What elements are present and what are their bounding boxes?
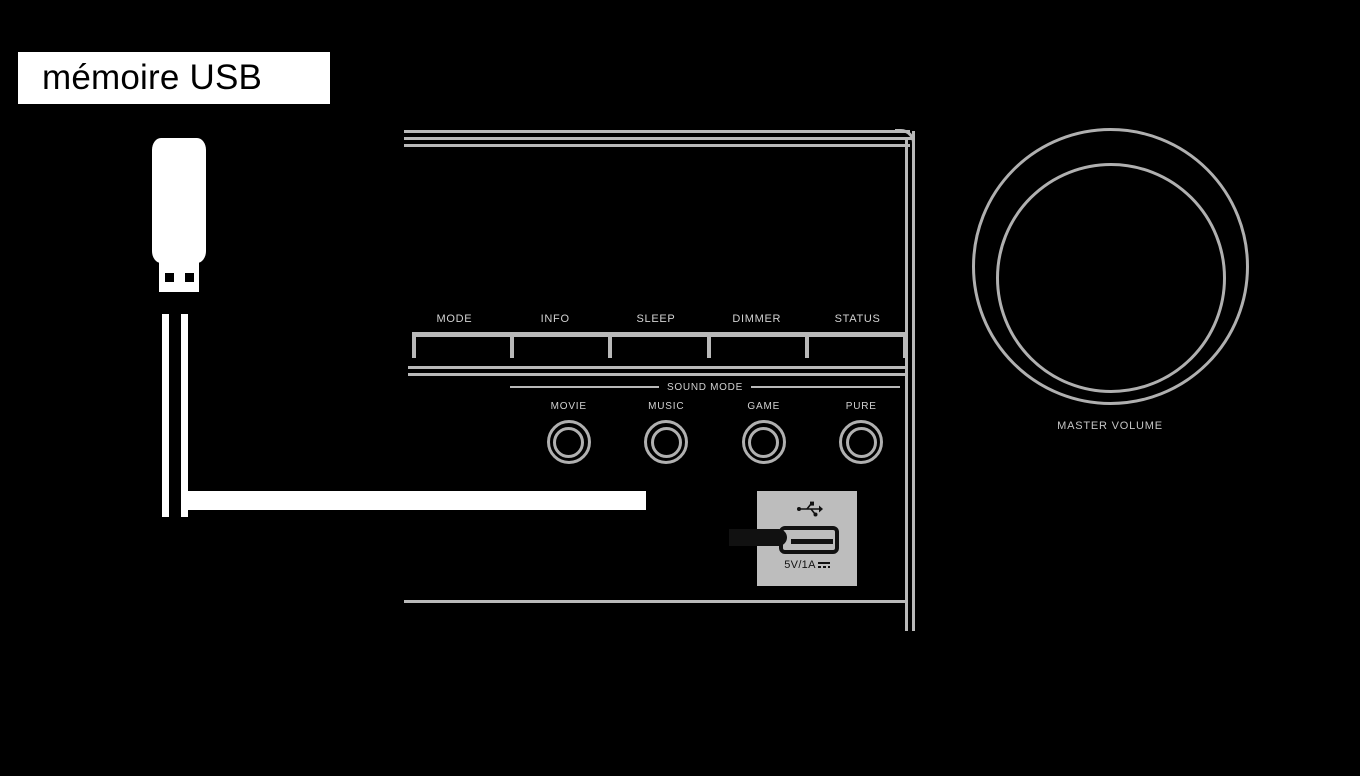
panel-top-rule <box>404 144 910 147</box>
sound-mode-button-pure[interactable]: PURE <box>813 400 911 480</box>
sound-mode-title: SOUND MODE <box>667 381 743 393</box>
sound-mode-label-pure: PURE <box>845 401 877 412</box>
usb-contact-right <box>183 271 196 284</box>
master-volume-outer-ring <box>972 128 1249 405</box>
usb-port-plate[interactable]: 5V/1A <box>729 491 857 586</box>
sound-mode-button-game[interactable]: GAME <box>715 400 813 480</box>
knob-game-inner <box>748 426 780 458</box>
button-row-labels: MODE INFO SLEEP DIMMER STATUS <box>404 311 908 327</box>
usb-flash-drive-illustration <box>130 130 250 310</box>
sound-mode-button-movie[interactable]: MOVIE <box>520 400 618 480</box>
panel-top-rule <box>404 137 912 140</box>
knob-movie[interactable] <box>546 420 591 464</box>
usb-port-rating: 5V/1A <box>757 559 857 571</box>
button-label-mode: MODE <box>436 313 473 325</box>
button-info[interactable] <box>514 337 613 358</box>
button-mode[interactable] <box>412 337 515 358</box>
panel-divider-rule <box>408 366 907 369</box>
usb-plug-inserted <box>729 529 787 546</box>
lead-line-outer <box>162 314 169 517</box>
button-label-sleep: SLEEP <box>636 313 676 325</box>
master-volume-inner-ring <box>996 163 1226 393</box>
panel-right-edge <box>905 137 908 631</box>
usb-trident-icon <box>797 501 823 517</box>
dc-power-icon <box>817 561 830 569</box>
lead-line-inner <box>181 314 188 517</box>
button-label-dimmer: DIMMER <box>732 313 782 325</box>
panel-divider-rule <box>408 373 907 376</box>
knob-music[interactable] <box>644 420 689 464</box>
knob-music-inner <box>650 426 682 458</box>
usb-contact-left <box>163 271 176 284</box>
knob-pure-inner <box>845 426 877 458</box>
panel-right-edge <box>912 131 915 631</box>
receiver-front-panel: MODE INFO SLEEP DIMMER STATUS SOUND MODE… <box>400 125 920 640</box>
callout-label: mémoire USB <box>18 52 330 104</box>
usb-drive-body <box>152 138 206 263</box>
knob-movie-inner <box>553 426 585 458</box>
sound-mode-header: SOUND MODE <box>510 380 900 394</box>
sound-mode-rule-left <box>510 386 660 388</box>
knob-pure[interactable] <box>839 420 884 464</box>
sound-mode-button-music[interactable]: MUSIC <box>618 400 716 480</box>
button-label-status: STATUS <box>834 313 881 325</box>
master-volume-label: MASTER VOLUME <box>1057 420 1163 432</box>
button-dimmer[interactable] <box>711 337 809 358</box>
button-sleep[interactable] <box>612 337 711 358</box>
sound-mode-label-music: MUSIC <box>648 401 685 412</box>
connection-cable <box>181 491 646 510</box>
sound-mode-buttons: MOVIE MUSIC GAME PURE <box>520 400 910 480</box>
button-row <box>412 332 908 358</box>
panel-top-rule <box>404 130 910 133</box>
button-label-info: INFO <box>540 313 570 325</box>
sound-mode-label-movie: MOVIE <box>550 401 587 412</box>
sound-mode-rule-right <box>750 386 900 388</box>
usb-port-rating-text: 5V/1A <box>784 559 816 571</box>
knob-game[interactable] <box>741 420 786 464</box>
panel-bottom-rule <box>404 600 907 603</box>
button-status[interactable] <box>809 337 908 358</box>
usb-port-socket-bar <box>791 539 833 544</box>
usb-port-socket <box>779 526 839 554</box>
master-volume-knob[interactable]: MASTER VOLUME <box>970 128 1250 448</box>
sound-mode-label-game: GAME <box>747 401 781 412</box>
